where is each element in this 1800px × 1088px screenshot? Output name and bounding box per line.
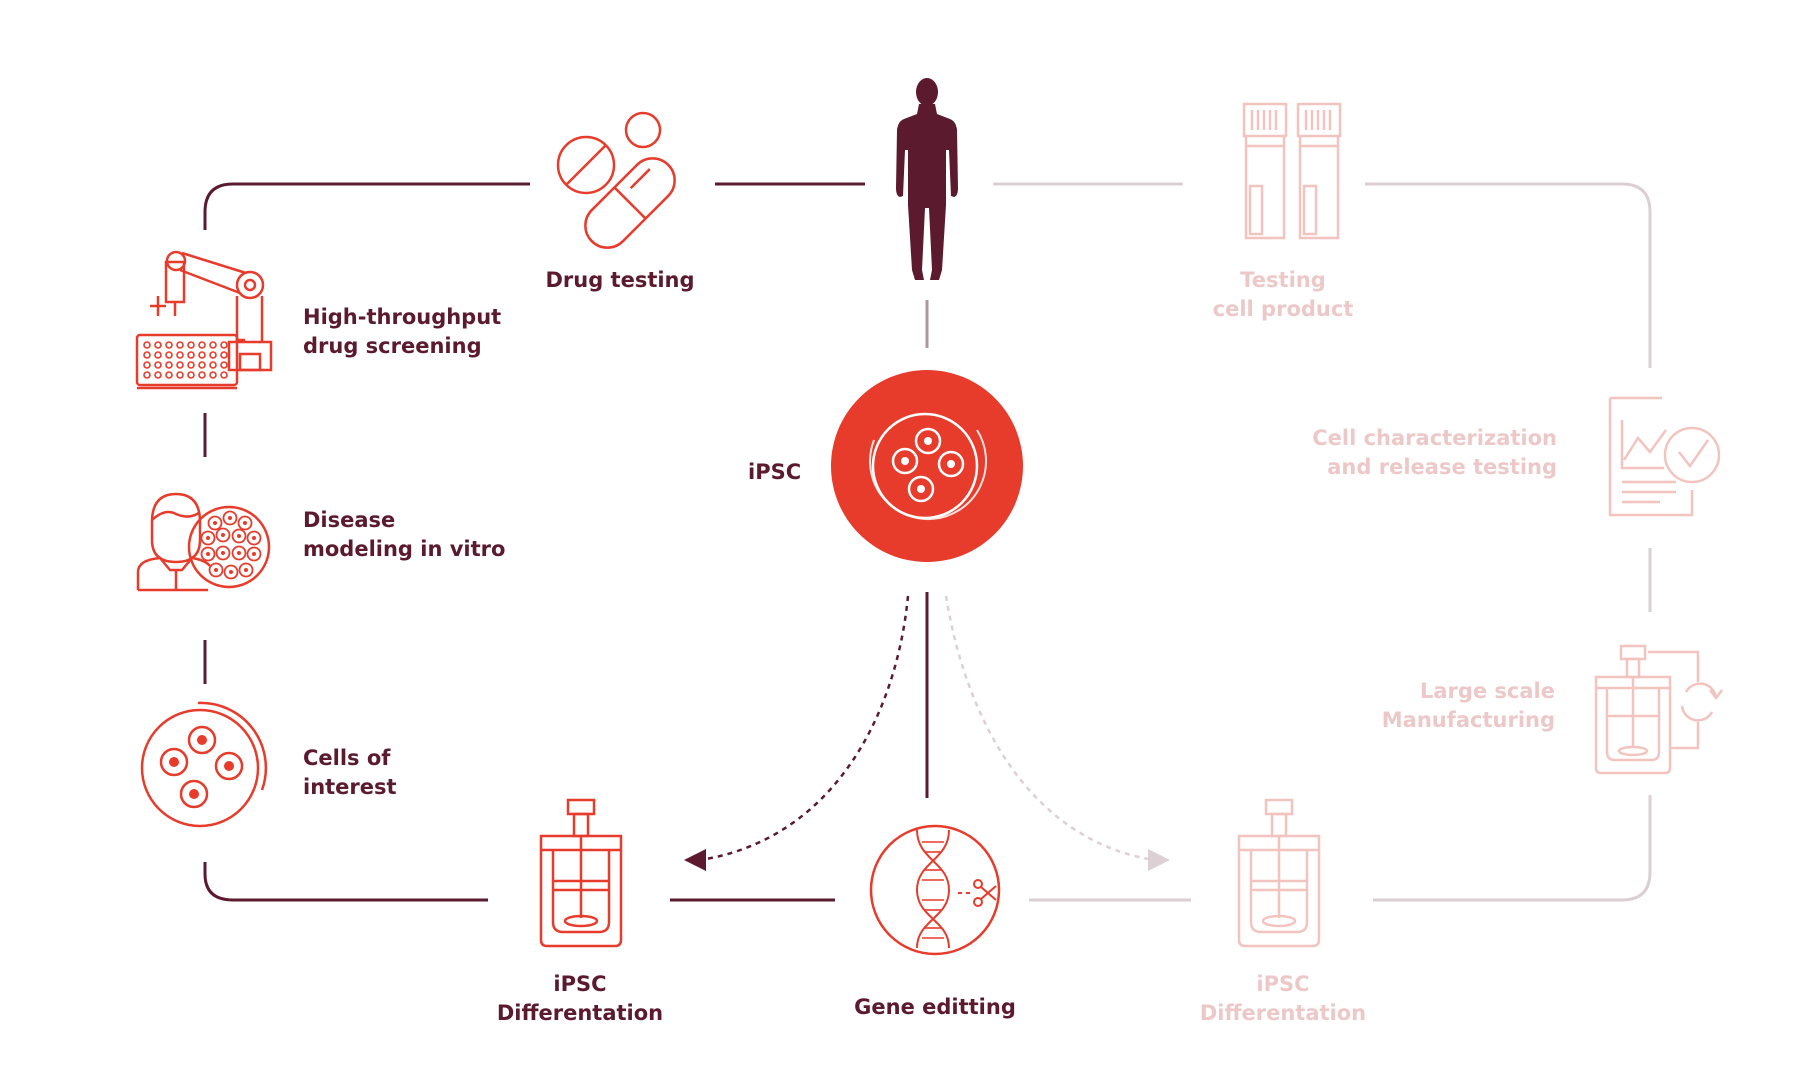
ipsc-center-icon [831, 370, 1023, 562]
disease-cells [200, 510, 262, 580]
diff-right-line2: Differentation [1199, 1001, 1367, 1025]
arrowhead-left-icon [684, 849, 706, 871]
bioreactor-cycle-icon [1594, 644, 1723, 775]
dashed-arrow-to-differentiation [699, 595, 910, 862]
center-label: iPSC [748, 458, 801, 487]
well-plate-wells [143, 341, 228, 379]
large-scale-label: Large scale Manufacturing [1330, 677, 1555, 735]
diff-left-label: iPSC Differentation [480, 970, 680, 1028]
diff-left-line1: iPSC [553, 972, 607, 996]
test-tubes-icon [1242, 102, 1342, 240]
diff-left-line2: Differentation [496, 1001, 664, 1025]
htp-label: High-throughput drug screening [303, 303, 501, 361]
dashed-arrow-to-faded-differentiation [944, 595, 1155, 862]
charact-label: Cell characterization and release testin… [1280, 424, 1557, 482]
testing-line2: cell product [1212, 297, 1354, 321]
htp-line2: drug screening [303, 334, 482, 358]
cells-line1: Cells of [303, 746, 391, 770]
disease-cell-nuclei [206, 516, 256, 574]
testing-label: Testing cell product [1183, 266, 1383, 324]
left-loop-connector [203, 182, 929, 902]
disease-line1: Disease [303, 508, 396, 532]
gene-editing-text: Gene editting [854, 995, 1016, 1019]
disease-line2: modeling in vitro [303, 537, 506, 561]
report-check-icon [1608, 396, 1721, 517]
charact-line2: and release testing [1327, 455, 1557, 479]
right-loop-connector [993, 182, 1652, 902]
large-line1: Large scale [1419, 679, 1555, 703]
bioreactor-icon [539, 798, 623, 948]
diff-right-label: iPSC Differentation [1183, 970, 1383, 1028]
testing-line1: Testing [1240, 268, 1326, 292]
robotic-arm-well-plate-icon [135, 250, 273, 390]
pills-icon [556, 111, 676, 249]
large-line2: Manufacturing [1381, 708, 1555, 732]
human-figure-icon [896, 78, 958, 280]
disease-label: Disease modeling in vitro [303, 506, 505, 564]
drug-testing-text: Drug testing [545, 268, 695, 292]
patient-with-cells-icon [136, 492, 271, 592]
drug-testing-label: Drug testing [520, 266, 720, 295]
bioreactor-faded-icon [1237, 798, 1321, 948]
petri-dish-cells-icon [140, 701, 268, 828]
charact-line1: Cell characterization [1312, 426, 1557, 450]
dna-scissors-icon [869, 824, 1001, 956]
center-label-text: iPSC [748, 460, 802, 484]
cells-label: Cells of interest [303, 744, 397, 802]
diff-right-line1: iPSC [1256, 972, 1310, 996]
gene-editing-label: Gene editting [830, 993, 1040, 1022]
arrowhead-right-icon [1148, 849, 1170, 871]
cells-line2: interest [303, 775, 397, 799]
htp-line1: High-throughput [303, 305, 502, 329]
